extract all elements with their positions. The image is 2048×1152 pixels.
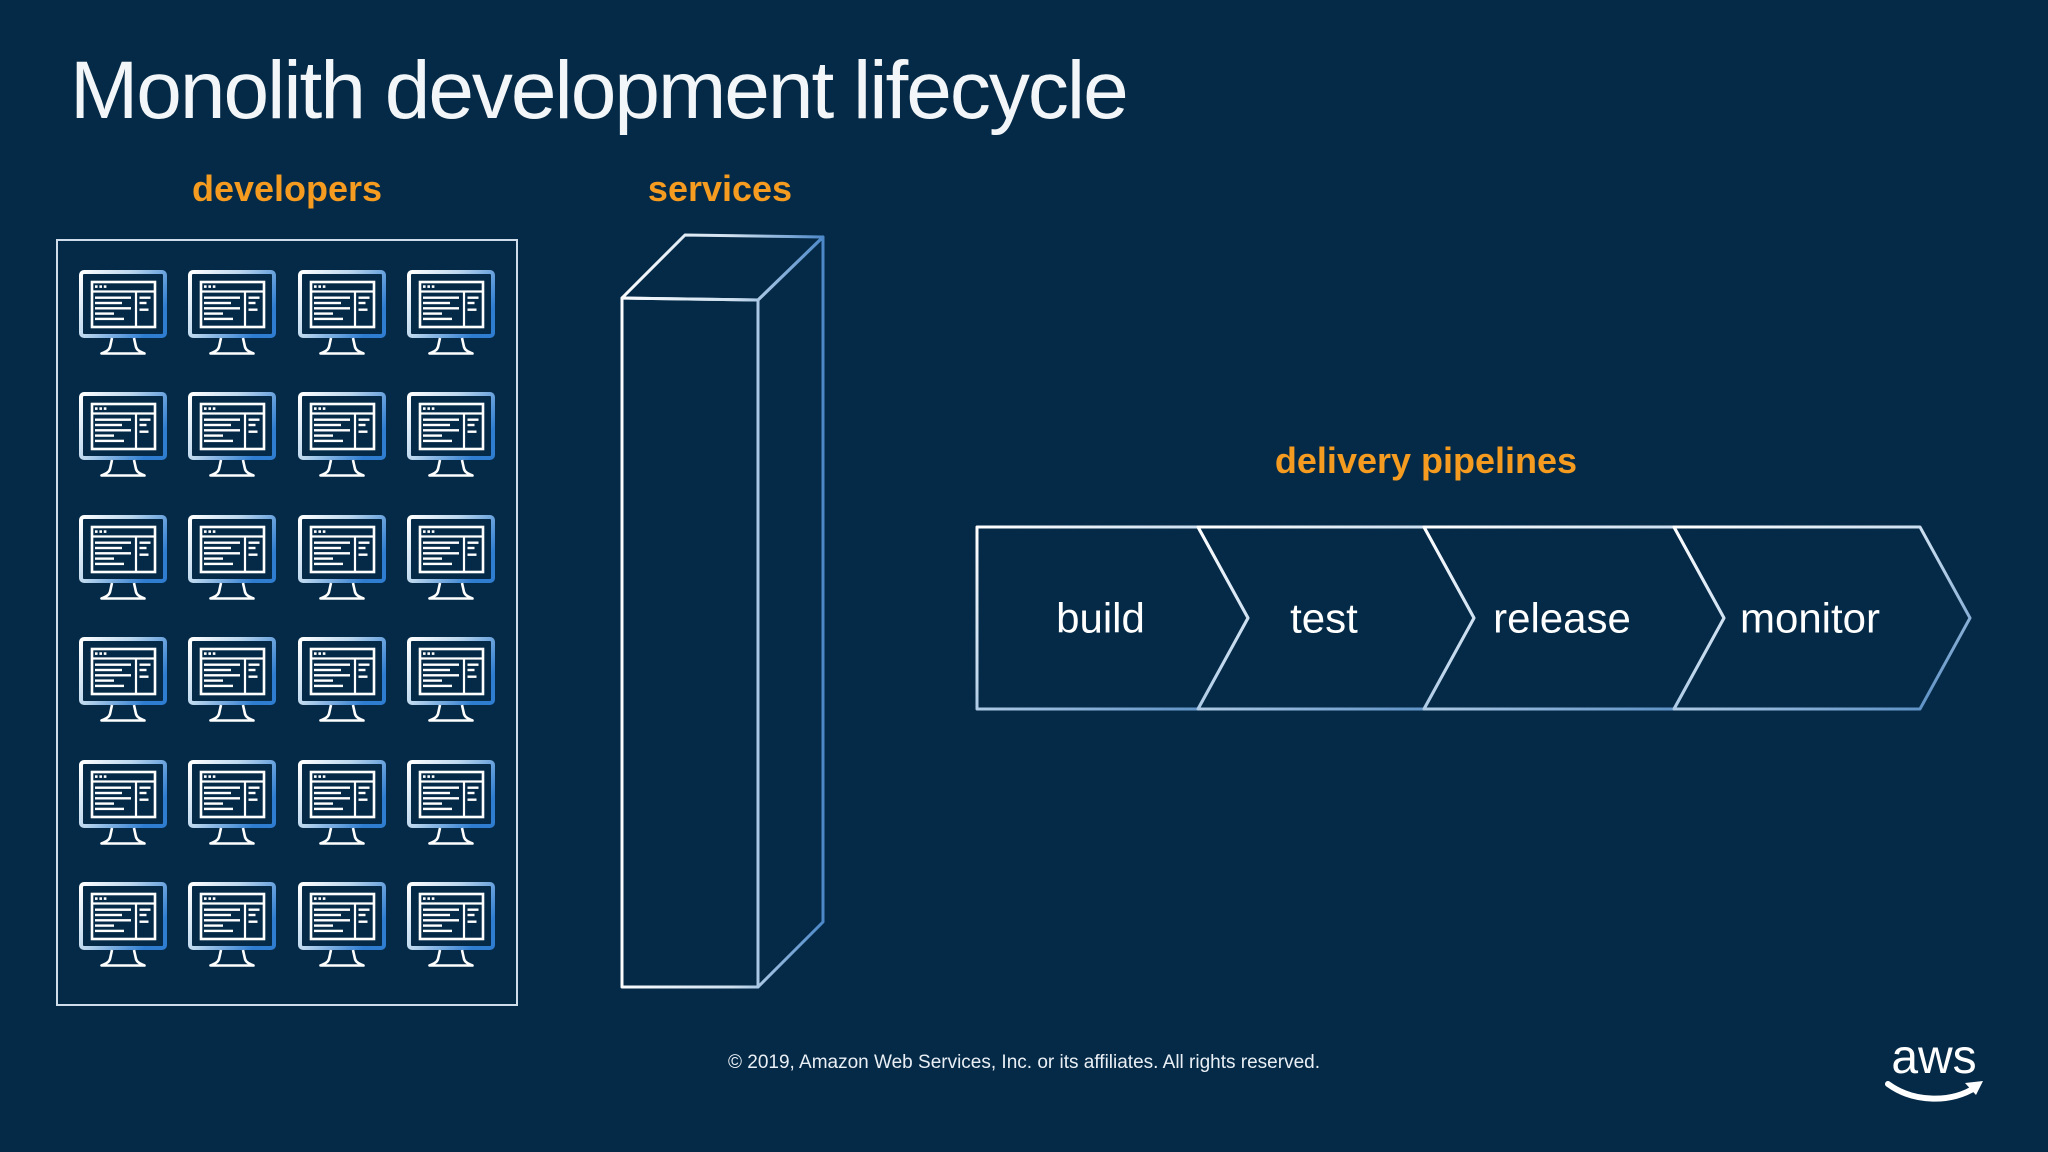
services-label: services — [647, 168, 793, 209]
developer-workstation-monitor-icon — [297, 882, 386, 968]
developer-workstation-monitor-icon — [188, 882, 277, 968]
aws-logo: aws — [1880, 1034, 1988, 1106]
developer-workstation-monitor-icon — [407, 514, 496, 600]
developer-workstation-monitor-icon — [407, 269, 496, 355]
aws-smile-arrow-icon — [1885, 1081, 1983, 1102]
developer-workstation-monitor-icon — [297, 269, 386, 355]
pipeline-stage-label: test — [1290, 595, 1358, 642]
developer-workstation-monitor-icon — [297, 514, 386, 600]
developer-workstation-monitor-icon — [188, 269, 277, 355]
developer-workstation-monitor-icon — [407, 392, 496, 477]
developer-workstation-monitor-icon — [78, 392, 167, 477]
pipeline-stage-monitor — [1672, 525, 1972, 711]
pipeline-stage-label: build — [1056, 595, 1145, 642]
developer-workstation-monitor-icon — [297, 392, 386, 477]
developer-workstation-monitor-icon — [188, 514, 277, 600]
developer-workstation-monitor-icon — [407, 637, 496, 723]
services-monolith-icon — [620, 233, 825, 989]
developer-workstation-monitor-icon — [407, 759, 496, 845]
developer-workstation-monitor-icon — [78, 269, 167, 355]
developer-workstation-monitor-icon — [78, 514, 167, 600]
developer-workstation-monitor-icon — [188, 759, 277, 845]
copyright-footer: © 2019, Amazon Web Services, Inc. or its… — [727, 1052, 1320, 1073]
page-title: Monolith development lifecycle — [70, 45, 1129, 136]
developers-label: developers — [191, 168, 383, 209]
delivery-pipeline: build test release monitor — [975, 525, 1972, 711]
developer-workstation-monitor-icon — [78, 637, 167, 723]
pipeline-stage-label: release — [1493, 595, 1631, 642]
developer-workstation-monitor-icon — [78, 759, 167, 845]
developer-workstation-monitor-icon — [188, 392, 277, 477]
pipeline-stage-label: monitor — [1740, 595, 1880, 642]
aws-logo-text: aws — [1891, 1031, 1977, 1084]
developers-box — [56, 239, 518, 1006]
developer-workstation-monitor-icon — [407, 882, 496, 968]
developer-workstation-monitor-icon — [297, 637, 386, 723]
developer-workstation-monitor-icon — [78, 882, 167, 968]
developer-workstation-monitor-icon — [188, 637, 277, 723]
developer-workstation-monitor-icon — [297, 759, 386, 845]
delivery-pipelines-label: delivery pipelines — [1274, 440, 1578, 481]
developers-monitor-grid — [58, 241, 516, 1004]
